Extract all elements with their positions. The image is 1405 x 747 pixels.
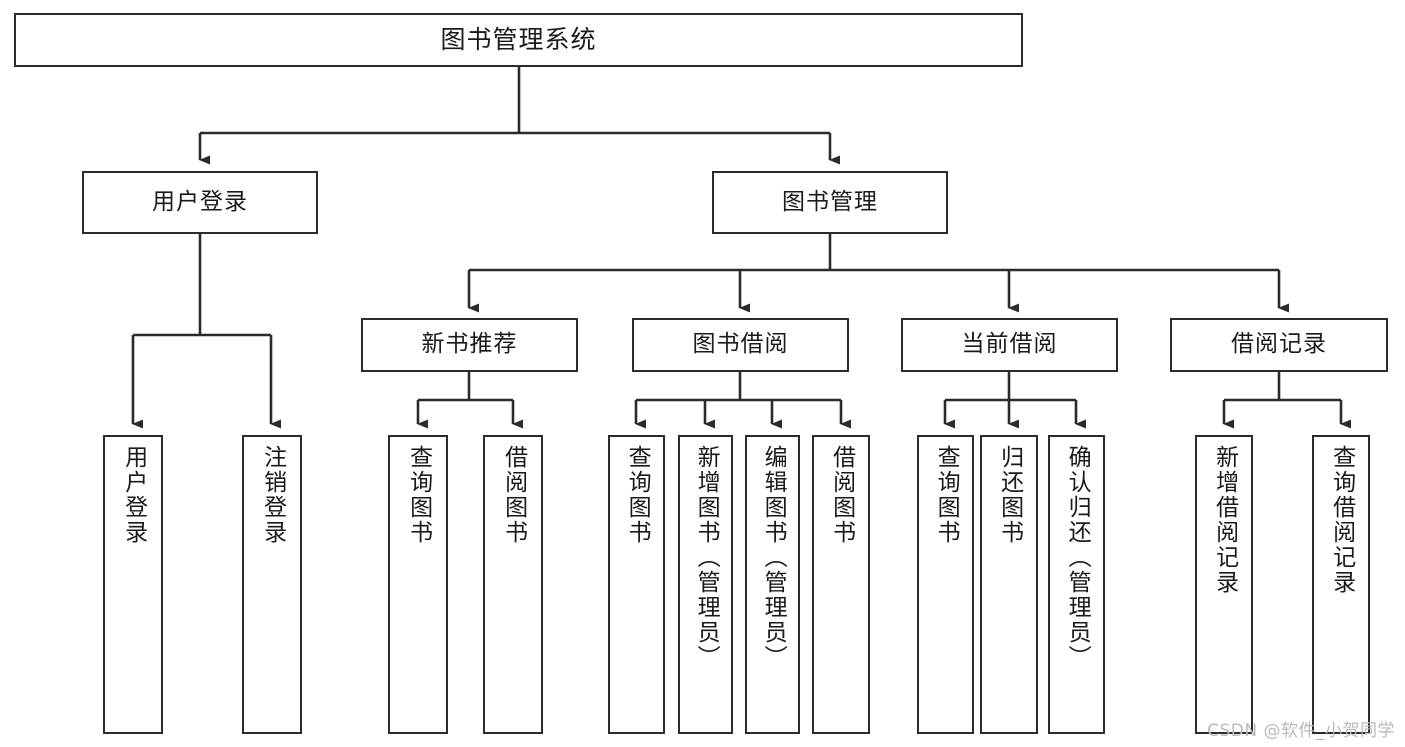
- leaf-user-login-signout[interactable]: 注销登录: [242, 435, 302, 734]
- leaf-current-borrow-return[interactable]: 归还图书: [980, 435, 1038, 734]
- node-label: 注销登录: [259, 445, 286, 545]
- node-label: 新书推荐: [421, 331, 518, 358]
- leaf-borrow-record-query[interactable]: 查询借阅记录: [1312, 435, 1370, 734]
- node-label: 借阅图书: [828, 445, 855, 545]
- node-label: 查询图书: [405, 445, 432, 545]
- node-label: 查询借阅记录: [1328, 445, 1355, 595]
- node-label: 用户登录: [152, 188, 248, 215]
- leaf-borrow-record-add[interactable]: 新增借阅记录: [1195, 435, 1253, 734]
- node-new-book-recommend[interactable]: 新书推荐: [361, 318, 578, 372]
- leaf-new-book-query[interactable]: 查询图书: [388, 435, 448, 734]
- node-label: 确认归还（管理员）: [1064, 445, 1091, 670]
- node-label: 借阅图书: [500, 445, 527, 545]
- leaf-book-borrow-borrow[interactable]: 借阅图书: [812, 435, 870, 734]
- node-label: 图书借阅: [692, 331, 789, 358]
- leaf-book-borrow-edit[interactable]: 编辑图书（管理员）: [745, 435, 800, 734]
- node-label: 图书管理系统: [440, 25, 597, 55]
- node-library-management-system[interactable]: 图书管理系统: [14, 13, 1023, 67]
- node-label: 归还图书: [996, 445, 1023, 545]
- node-label: 编辑图书（管理员）: [760, 445, 787, 670]
- node-label: 当前借阅: [961, 331, 1058, 358]
- node-current-borrow[interactable]: 当前借阅: [901, 318, 1118, 372]
- leaf-current-borrow-confirm-return[interactable]: 确认归还（管理员）: [1048, 435, 1105, 734]
- leaf-book-borrow-query[interactable]: 查询图书: [608, 435, 665, 734]
- node-label: 用户登录: [120, 445, 147, 545]
- node-label: 新增借阅记录: [1211, 445, 1238, 595]
- leaf-book-borrow-add[interactable]: 新增图书（管理员）: [678, 435, 733, 734]
- node-label: 图书管理: [782, 188, 878, 215]
- node-book-management[interactable]: 图书管理: [712, 171, 948, 234]
- node-user-login[interactable]: 用户登录: [82, 171, 318, 234]
- node-book-borrow[interactable]: 图书借阅: [632, 318, 849, 372]
- node-label: 借阅记录: [1231, 331, 1327, 358]
- node-borrow-record[interactable]: 借阅记录: [1170, 318, 1388, 372]
- leaf-current-borrow-query[interactable]: 查询图书: [917, 435, 974, 734]
- leaf-new-book-borrow[interactable]: 借阅图书: [483, 435, 543, 734]
- leaf-user-login-signin[interactable]: 用户登录: [103, 435, 163, 734]
- node-label: 新增图书（管理员）: [693, 445, 720, 670]
- node-label: 查询图书: [624, 445, 651, 545]
- node-label: 查询图书: [933, 445, 960, 545]
